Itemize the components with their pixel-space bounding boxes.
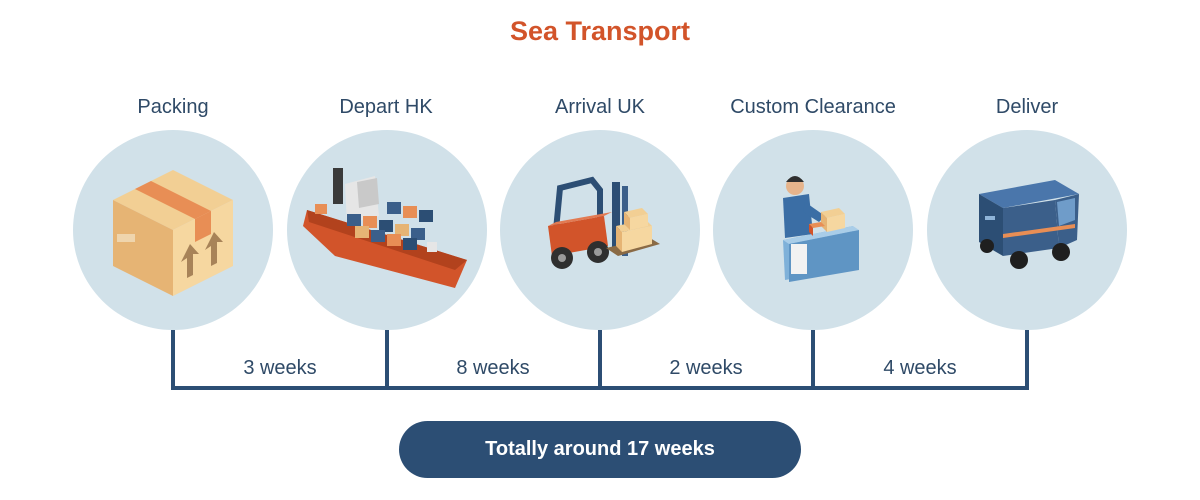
stage-circle-depart (287, 130, 487, 330)
stage-label-deliver: Deliver (995, 96, 1059, 118)
stage-circle-arrival (500, 130, 700, 330)
box-icon (113, 170, 233, 296)
total-duration-badge: Totally around 17 weeks (399, 421, 801, 478)
stage-circle-deliver (927, 130, 1127, 330)
duration-customs-to-deliver: 4 weeks (883, 357, 957, 379)
stage-label-packing: Packing (137, 96, 209, 118)
duration-depart-to-arrival: 8 weeks (456, 357, 530, 379)
stage-label-depart: Depart HK (339, 96, 433, 118)
delivery-van-icon (979, 180, 1079, 269)
forklift-icon (548, 176, 660, 269)
duration-arrival-to-customs: 2 weeks (669, 357, 743, 379)
stage-circle-customs (713, 130, 913, 330)
stage-label-arrival: Arrival UK (554, 96, 645, 118)
diagram-title: Sea Transport (509, 16, 691, 46)
cargo-ship-icon (303, 168, 467, 288)
duration-packing-to-depart: 3 weeks (243, 357, 317, 379)
customs-officer-icon (783, 176, 859, 282)
stage-label-customs: Custom Clearance (730, 96, 896, 118)
stage-circle-packing (73, 130, 273, 330)
